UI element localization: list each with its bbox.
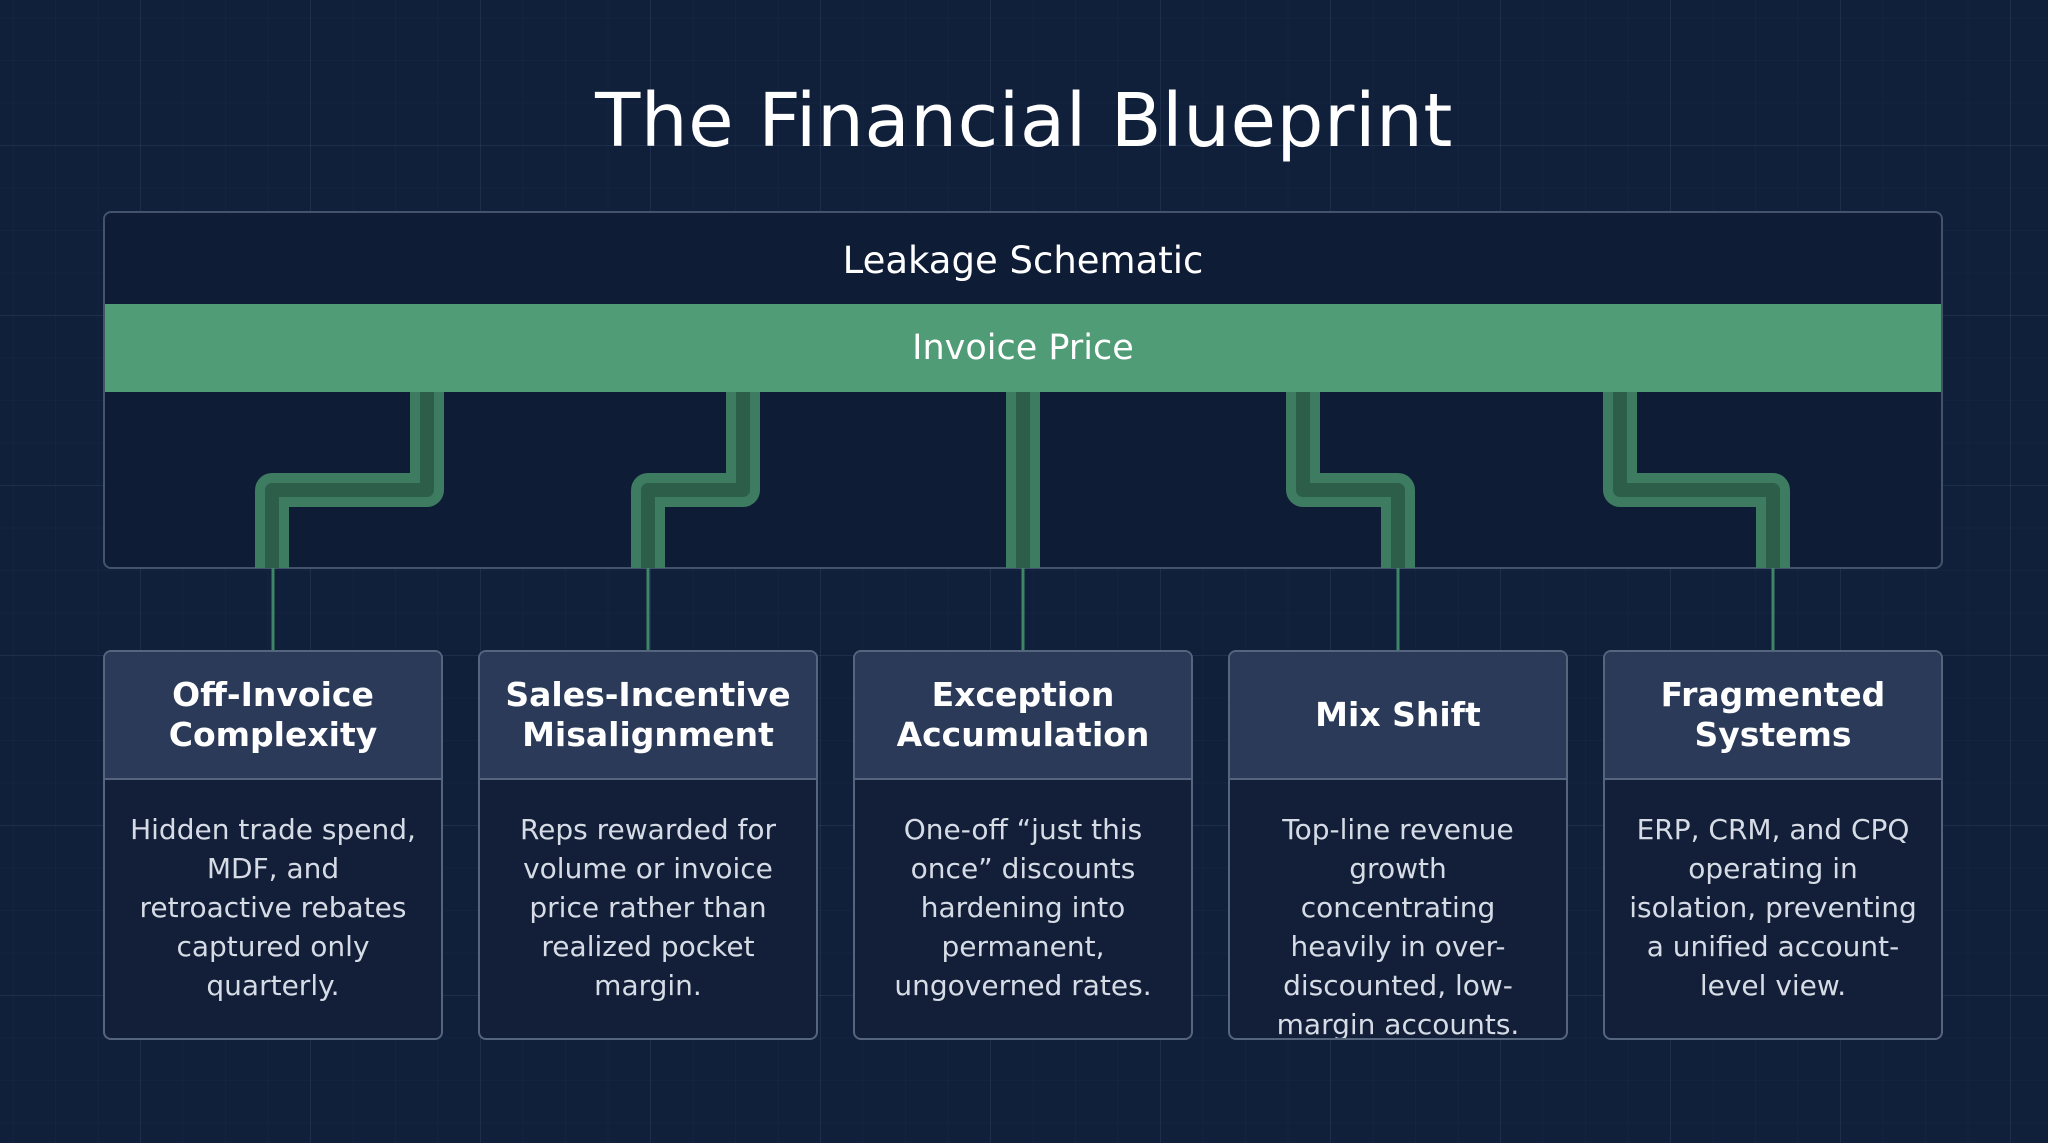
card-description: Reps rewarded for volume or invoice pric…: [519, 813, 777, 1002]
leakage-pipe-1: [255, 392, 444, 568]
leakage-pipe-4: [1286, 392, 1415, 568]
card-title: Off-Invoice Complexity: [105, 652, 441, 780]
leakage-pipe-5: [1603, 392, 1790, 568]
leakage-pipe-4-core: [1296, 392, 1405, 568]
leakage-pipe-5-core: [1613, 392, 1780, 568]
leakage-pipe-2: [631, 392, 760, 568]
leak-card-fragmented-systems: Fragmented Systems ERP, CRM, and CPQ ope…: [1603, 650, 1943, 1040]
leakage-pipe-2-core: [641, 392, 750, 568]
card-title: Mix Shift: [1230, 652, 1566, 780]
leak-card-off-invoice-complexity: Off-Invoice Complexity Hidden trade spen…: [103, 650, 443, 1040]
card-description: ERP, CRM, and CPQ operating in isolation…: [1629, 813, 1917, 1002]
card-description: Hidden trade spend, MDF, and retroactive…: [130, 813, 416, 1002]
leakage-pipe-1-core: [265, 392, 434, 568]
leakage-schematic-panel: Leakage Schematic Invoice Price: [103, 211, 1943, 569]
card-description: One-off “just this once” discounts harde…: [894, 813, 1152, 1002]
page-title: The Financial Blueprint: [595, 78, 1453, 164]
card-description: Top-line revenue growth concentrating he…: [1276, 813, 1520, 1040]
invoice-price-bar: Invoice Price: [105, 304, 1941, 392]
card-title: Sales-Incentive Misalignment: [480, 652, 816, 780]
leak-card-sales-incentive-misalignment: Sales-Incentive Misalignment Reps reward…: [478, 650, 818, 1040]
invoice-price-label: Invoice Price: [912, 328, 1134, 368]
card-title: Exception Accumulation: [855, 652, 1191, 780]
leak-card-mix-shift: Mix Shift Top-line revenue growth concen…: [1228, 650, 1568, 1040]
schematic-label: Leakage Schematic: [842, 239, 1204, 282]
card-title: Fragmented Systems: [1605, 652, 1941, 780]
leak-card-exception-accumulation: Exception Accumulation One-off “just thi…: [853, 650, 1193, 1040]
